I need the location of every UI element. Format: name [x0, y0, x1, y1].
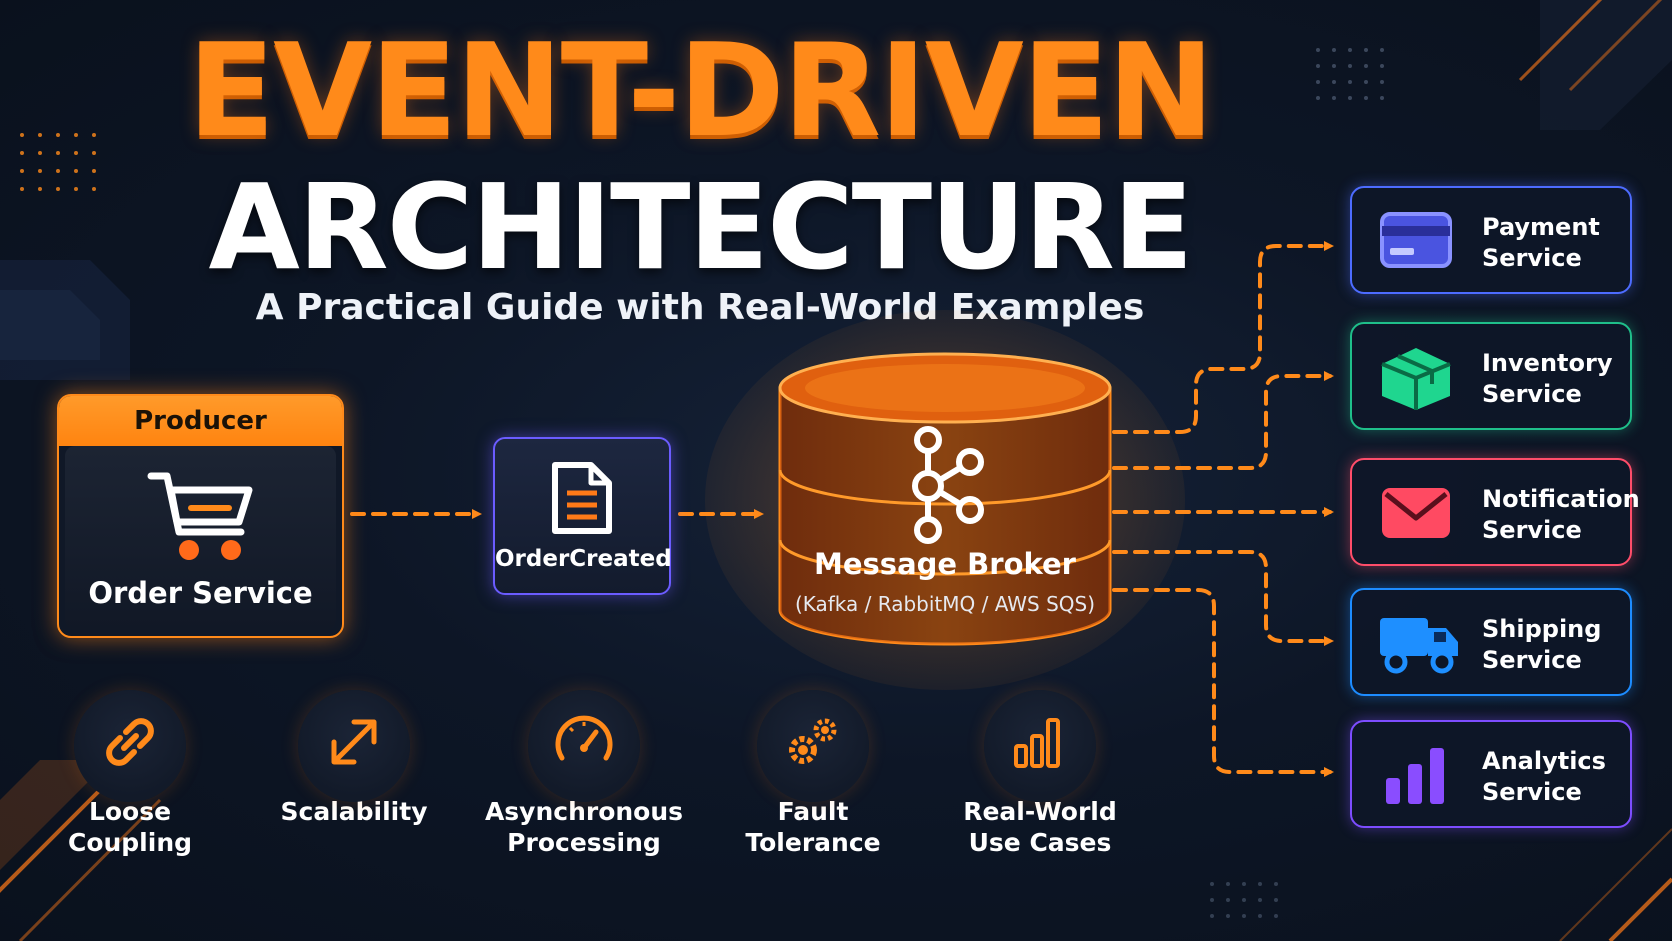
service-inventory: Inventory Service [1350, 322, 1632, 430]
link-icon [106, 718, 154, 766]
service-label: Analytics Service [1482, 747, 1606, 806]
mail-icon [1382, 488, 1450, 538]
service-label: Payment Service [1482, 213, 1600, 272]
kafka-icon [912, 426, 984, 544]
producer-label: Order Service [88, 576, 313, 610]
benefit-scalability: Scalability [254, 690, 454, 827]
credit-card-icon [1380, 212, 1452, 268]
bar-chart-icon [1386, 748, 1444, 804]
service-label: Notification Service [1482, 485, 1640, 544]
truck-icon [1380, 618, 1458, 674]
benefit-label: Loose Coupling [67, 797, 193, 857]
producer-heading: Producer [59, 396, 342, 446]
shopping-cart-icon [147, 472, 253, 560]
broker-subtitle: (Kafka / RabbitMQ / AWS SQS) [794, 592, 1096, 616]
service-shipping: Shipping Service [1350, 588, 1632, 696]
resize-arrows-icon [331, 719, 377, 765]
service-payment: Payment Service [1350, 186, 1632, 294]
benefit-asynchronous-processing: Asynchronous Processing [484, 690, 684, 858]
title-line-2: ARCHITECTURE [208, 158, 1194, 296]
benefit-fault-tolerance: Fault Tolerance [713, 690, 913, 858]
benefit-label: Real-World Use Cases [963, 797, 1117, 857]
title-line-1: EVENT-DRIVEN [187, 17, 1215, 166]
document-icon [552, 462, 612, 534]
producer-card: Producer Order Service [57, 394, 344, 638]
benefit-real-world-use-cases: Real-World Use Cases [940, 690, 1140, 858]
arrow-to-inventory [1112, 371, 1334, 470]
arrow-to-payment [1112, 241, 1334, 434]
service-notification: Notification Service [1350, 458, 1640, 566]
bar-chart-icon [1014, 718, 1060, 768]
service-analytics: Analytics Service [1350, 720, 1632, 828]
speedometer-icon [555, 715, 613, 761]
event-label: OrderCreated [495, 546, 672, 572]
gears-icon [789, 718, 837, 764]
arrow-to-shipping [1112, 550, 1334, 646]
arrow-to-analytics [1112, 588, 1334, 777]
package-icon [1381, 348, 1451, 410]
broker-name: Message Broker [814, 547, 1076, 581]
benefit-loose-coupling: Loose Coupling [30, 690, 230, 858]
service-label: Shipping Service [1482, 615, 1602, 674]
benefit-label: Fault Tolerance [745, 797, 881, 857]
benefit-label: Asynchronous Processing [484, 797, 684, 857]
service-label: Inventory Service [1482, 349, 1613, 408]
event-card: OrderCreated [493, 437, 672, 595]
